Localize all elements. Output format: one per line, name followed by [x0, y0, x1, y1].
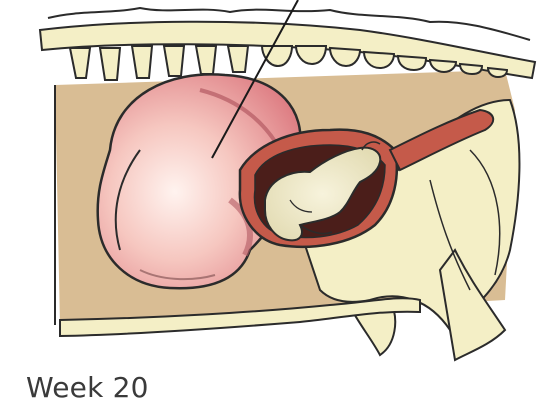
anatomy-illustration [0, 0, 547, 365]
caption: Week 20 [26, 370, 149, 406]
